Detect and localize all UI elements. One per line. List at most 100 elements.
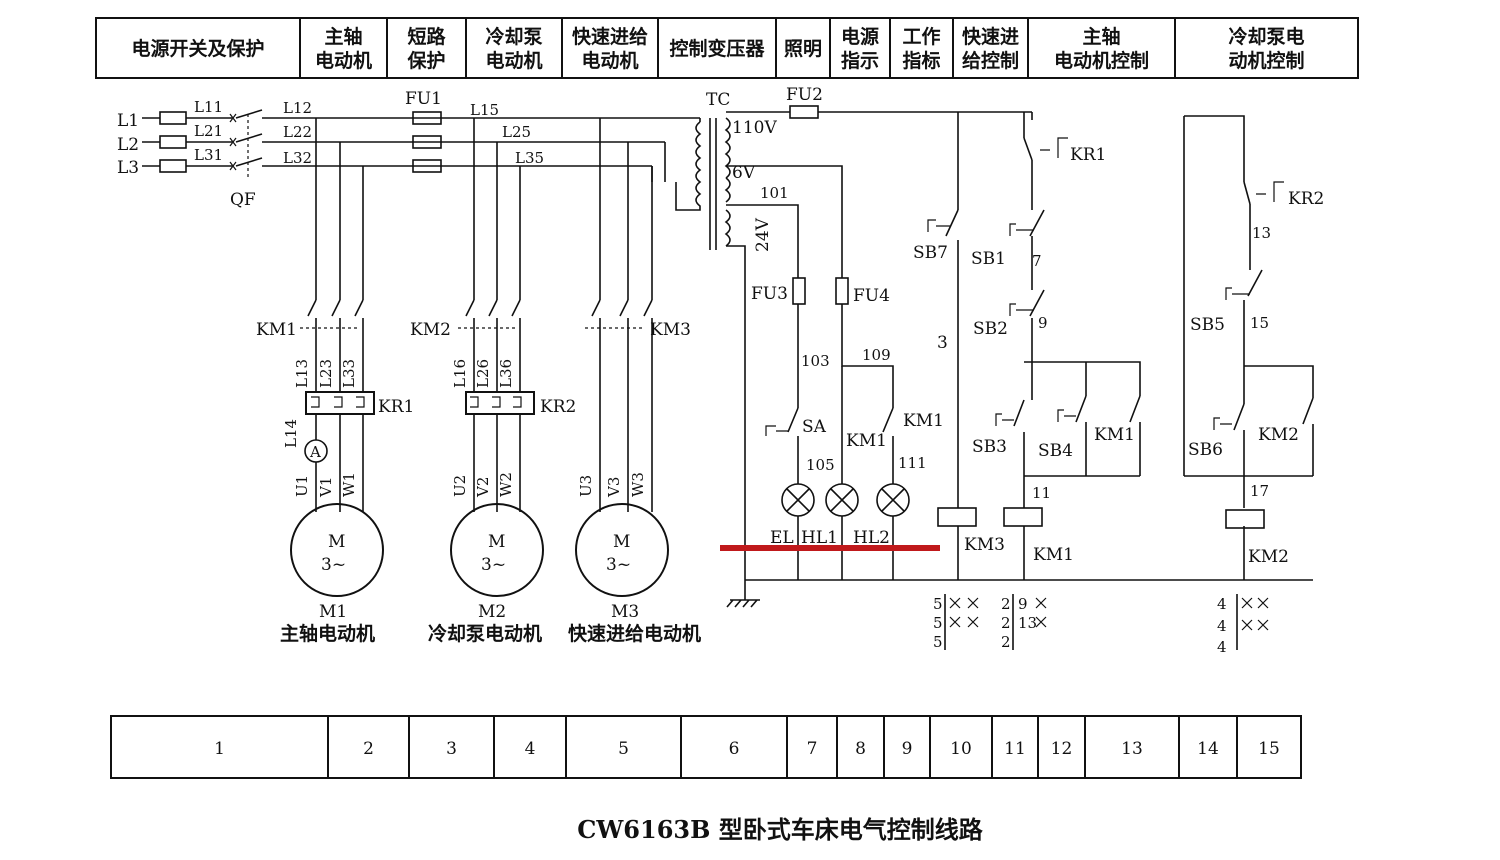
fu1-a-symbol — [412, 111, 442, 125]
transformer-label-24v: 24V — [753, 217, 773, 252]
breaker-label-qf: QF — [230, 190, 256, 210]
line-label-l11: L11 — [194, 98, 223, 116]
header-cell-10-line-1: 快速进 — [962, 25, 1019, 48]
button-label-sb7: SB7 — [913, 243, 948, 263]
km1-contact-left-2: 2 — [1001, 614, 1011, 632]
coil-label-km1: KM1 — [1033, 545, 1074, 565]
terminal-label-u3: U3 — [577, 475, 595, 497]
fuse-fu4-symbol — [835, 277, 849, 305]
km3-contact-row-3: 5 — [933, 633, 943, 651]
fuse-label-fu4: FU4 — [853, 286, 890, 306]
button-label-sb6: SB6 — [1188, 440, 1223, 460]
wire-label-103: 103 — [801, 352, 830, 370]
motor-m3-name: 快速进给电动机 — [568, 622, 701, 645]
button-label-sb2: SB2 — [973, 319, 1008, 339]
km2-contact-row-1: 4 — [1217, 595, 1227, 613]
line-label-l21: L21 — [194, 122, 223, 140]
line-label-l25: L25 — [502, 123, 531, 141]
motor-branch-m3: KM3 U3 V3 W3 M 3~ M3 快速进给电动机 — [568, 299, 701, 645]
contactor-label-km2: KM2 — [410, 320, 451, 340]
motor-m1-id: M1 — [319, 602, 347, 622]
line-label-l12: L12 — [283, 99, 312, 117]
header-cell-8-line-1: 电源 — [841, 25, 879, 48]
terminal-label-v3: V3 — [605, 477, 623, 498]
footer-cell-15: 15 — [1258, 739, 1280, 759]
button-label-sb5: SB5 — [1190, 315, 1225, 335]
header-cell-12-line-1: 冷却泵电 — [1228, 25, 1304, 48]
contact-tables: 5 5 5 2 2 2 9 13 4 4 4 — [933, 594, 1269, 656]
km3-contact-row-1: 5 — [933, 595, 943, 613]
terminal-label-u1: U1 — [293, 475, 311, 497]
header-cell-4-line-1: 冷却泵 — [485, 25, 542, 48]
wire-label-17: 17 — [1250, 482, 1269, 500]
lamp-el-symbol — [781, 483, 815, 517]
footer-cell-4: 4 — [525, 739, 536, 759]
header-cell-11-line-2: 电动机控制 — [1054, 49, 1149, 72]
lead-label-l36: L36 — [497, 359, 515, 388]
fuse-l1-symbol — [159, 111, 187, 125]
lead-label-l14: L14 — [282, 419, 300, 448]
line-label-l35: L35 — [515, 149, 544, 167]
wire-label-109: 109 — [862, 346, 891, 364]
lamp-hl1-symbol — [825, 483, 859, 517]
lead-label-l26: L26 — [474, 359, 492, 388]
header-cell-2-line-1: 主轴 — [324, 25, 362, 48]
contact-label-km1-lamp: KM1 — [903, 411, 944, 431]
fuse-label-fu1: FU1 — [405, 89, 442, 109]
header-cell-10-line-2: 给控制 — [962, 49, 1019, 72]
wire-label-111: 111 — [898, 454, 927, 472]
lamp-hl2-symbol — [876, 483, 910, 517]
terminal-label-w2: W2 — [497, 472, 515, 497]
relay-label-kr1: KR1 — [378, 397, 414, 417]
header-cell-9-line-2: 指标 — [902, 50, 940, 72]
header-cell-11-line-1: 主轴 — [1082, 25, 1120, 48]
transformer-section: TC 110V 6V 24V FU2 101 FU3 FU4 103 109 S… — [651, 85, 1313, 608]
footer-cell-10: 10 — [950, 739, 972, 759]
header-table: 电源开关及保护主轴电动机短路保护冷却泵电动机快速进给电动机控制变压器照明电源指示… — [95, 17, 1359, 79]
motor-m3-letter: M — [613, 532, 630, 552]
km2-contact-row-2: 4 — [1217, 617, 1227, 635]
header-cell-9-line-1: 工作 — [902, 25, 940, 48]
wire-label-13: 13 — [1252, 224, 1271, 242]
transformer-label-6v: 6V — [732, 163, 756, 183]
contactor-label-km1: KM1 — [256, 320, 297, 340]
fuse-label-fu3: FU3 — [751, 284, 788, 304]
header-cell-3-line-1: 短路 — [407, 25, 446, 48]
lamp-label-hl1: HL1 — [801, 528, 838, 548]
km1-contact-right-1: 9 — [1018, 595, 1028, 613]
terminal-label-v1: V1 — [317, 477, 335, 498]
motor-m2-name: 冷却泵电动机 — [428, 622, 542, 645]
terminal-label-u2: U2 — [451, 475, 469, 497]
fu1-b-symbol — [412, 135, 442, 149]
motor-m2-symbol — [450, 503, 544, 597]
fuse-l2-symbol — [159, 135, 187, 149]
motor-branch-m1: KM1 L13 L23 L33 KR1 A L14 U1 V1 W1 M 3~ … — [256, 299, 414, 645]
km1-contact-left-3: 2 — [1001, 633, 1011, 651]
wire-label-15: 15 — [1250, 314, 1269, 332]
lamp-label-hl2: HL2 — [853, 528, 890, 548]
fuse-l3-symbol — [159, 159, 187, 173]
coil-label-km3: KM3 — [964, 535, 1005, 555]
lead-label-l16: L16 — [451, 359, 469, 388]
km3-contact-row-2: 5 — [933, 614, 943, 632]
diagram-caption: CW6163B 型卧式车床电气控制线路 — [577, 815, 983, 844]
fuse-fu2-symbol — [789, 105, 819, 119]
motor-m1-letter: M — [328, 532, 345, 552]
switch-label-sa: SA — [802, 417, 827, 437]
motor-m2-id: M2 — [478, 602, 506, 622]
header-cell-5-line-1: 快速进给 — [572, 25, 648, 48]
motor-branch-m2: KM2 L16 L26 L36 KR2 U2 V2 W2 M 3~ M2 冷却泵… — [410, 299, 576, 645]
footer-cell-3: 3 — [446, 739, 457, 759]
wire-label-7: 7 — [1032, 252, 1042, 270]
motor-m2-letter: M — [488, 532, 505, 552]
header-cell-5-line-2: 电动机 — [581, 49, 638, 72]
button-label-sb1: SB1 — [971, 249, 1006, 269]
header-cell-2-line-2: 电动机 — [315, 49, 372, 72]
footer-cell-14: 14 — [1197, 739, 1219, 759]
wire-label-9: 9 — [1038, 314, 1048, 332]
footer-cell-12: 12 — [1051, 739, 1073, 759]
coil-km2-symbol — [1225, 509, 1265, 529]
footer-cell-1: 1 — [214, 739, 225, 759]
footer-cell-5: 5 — [618, 739, 629, 759]
